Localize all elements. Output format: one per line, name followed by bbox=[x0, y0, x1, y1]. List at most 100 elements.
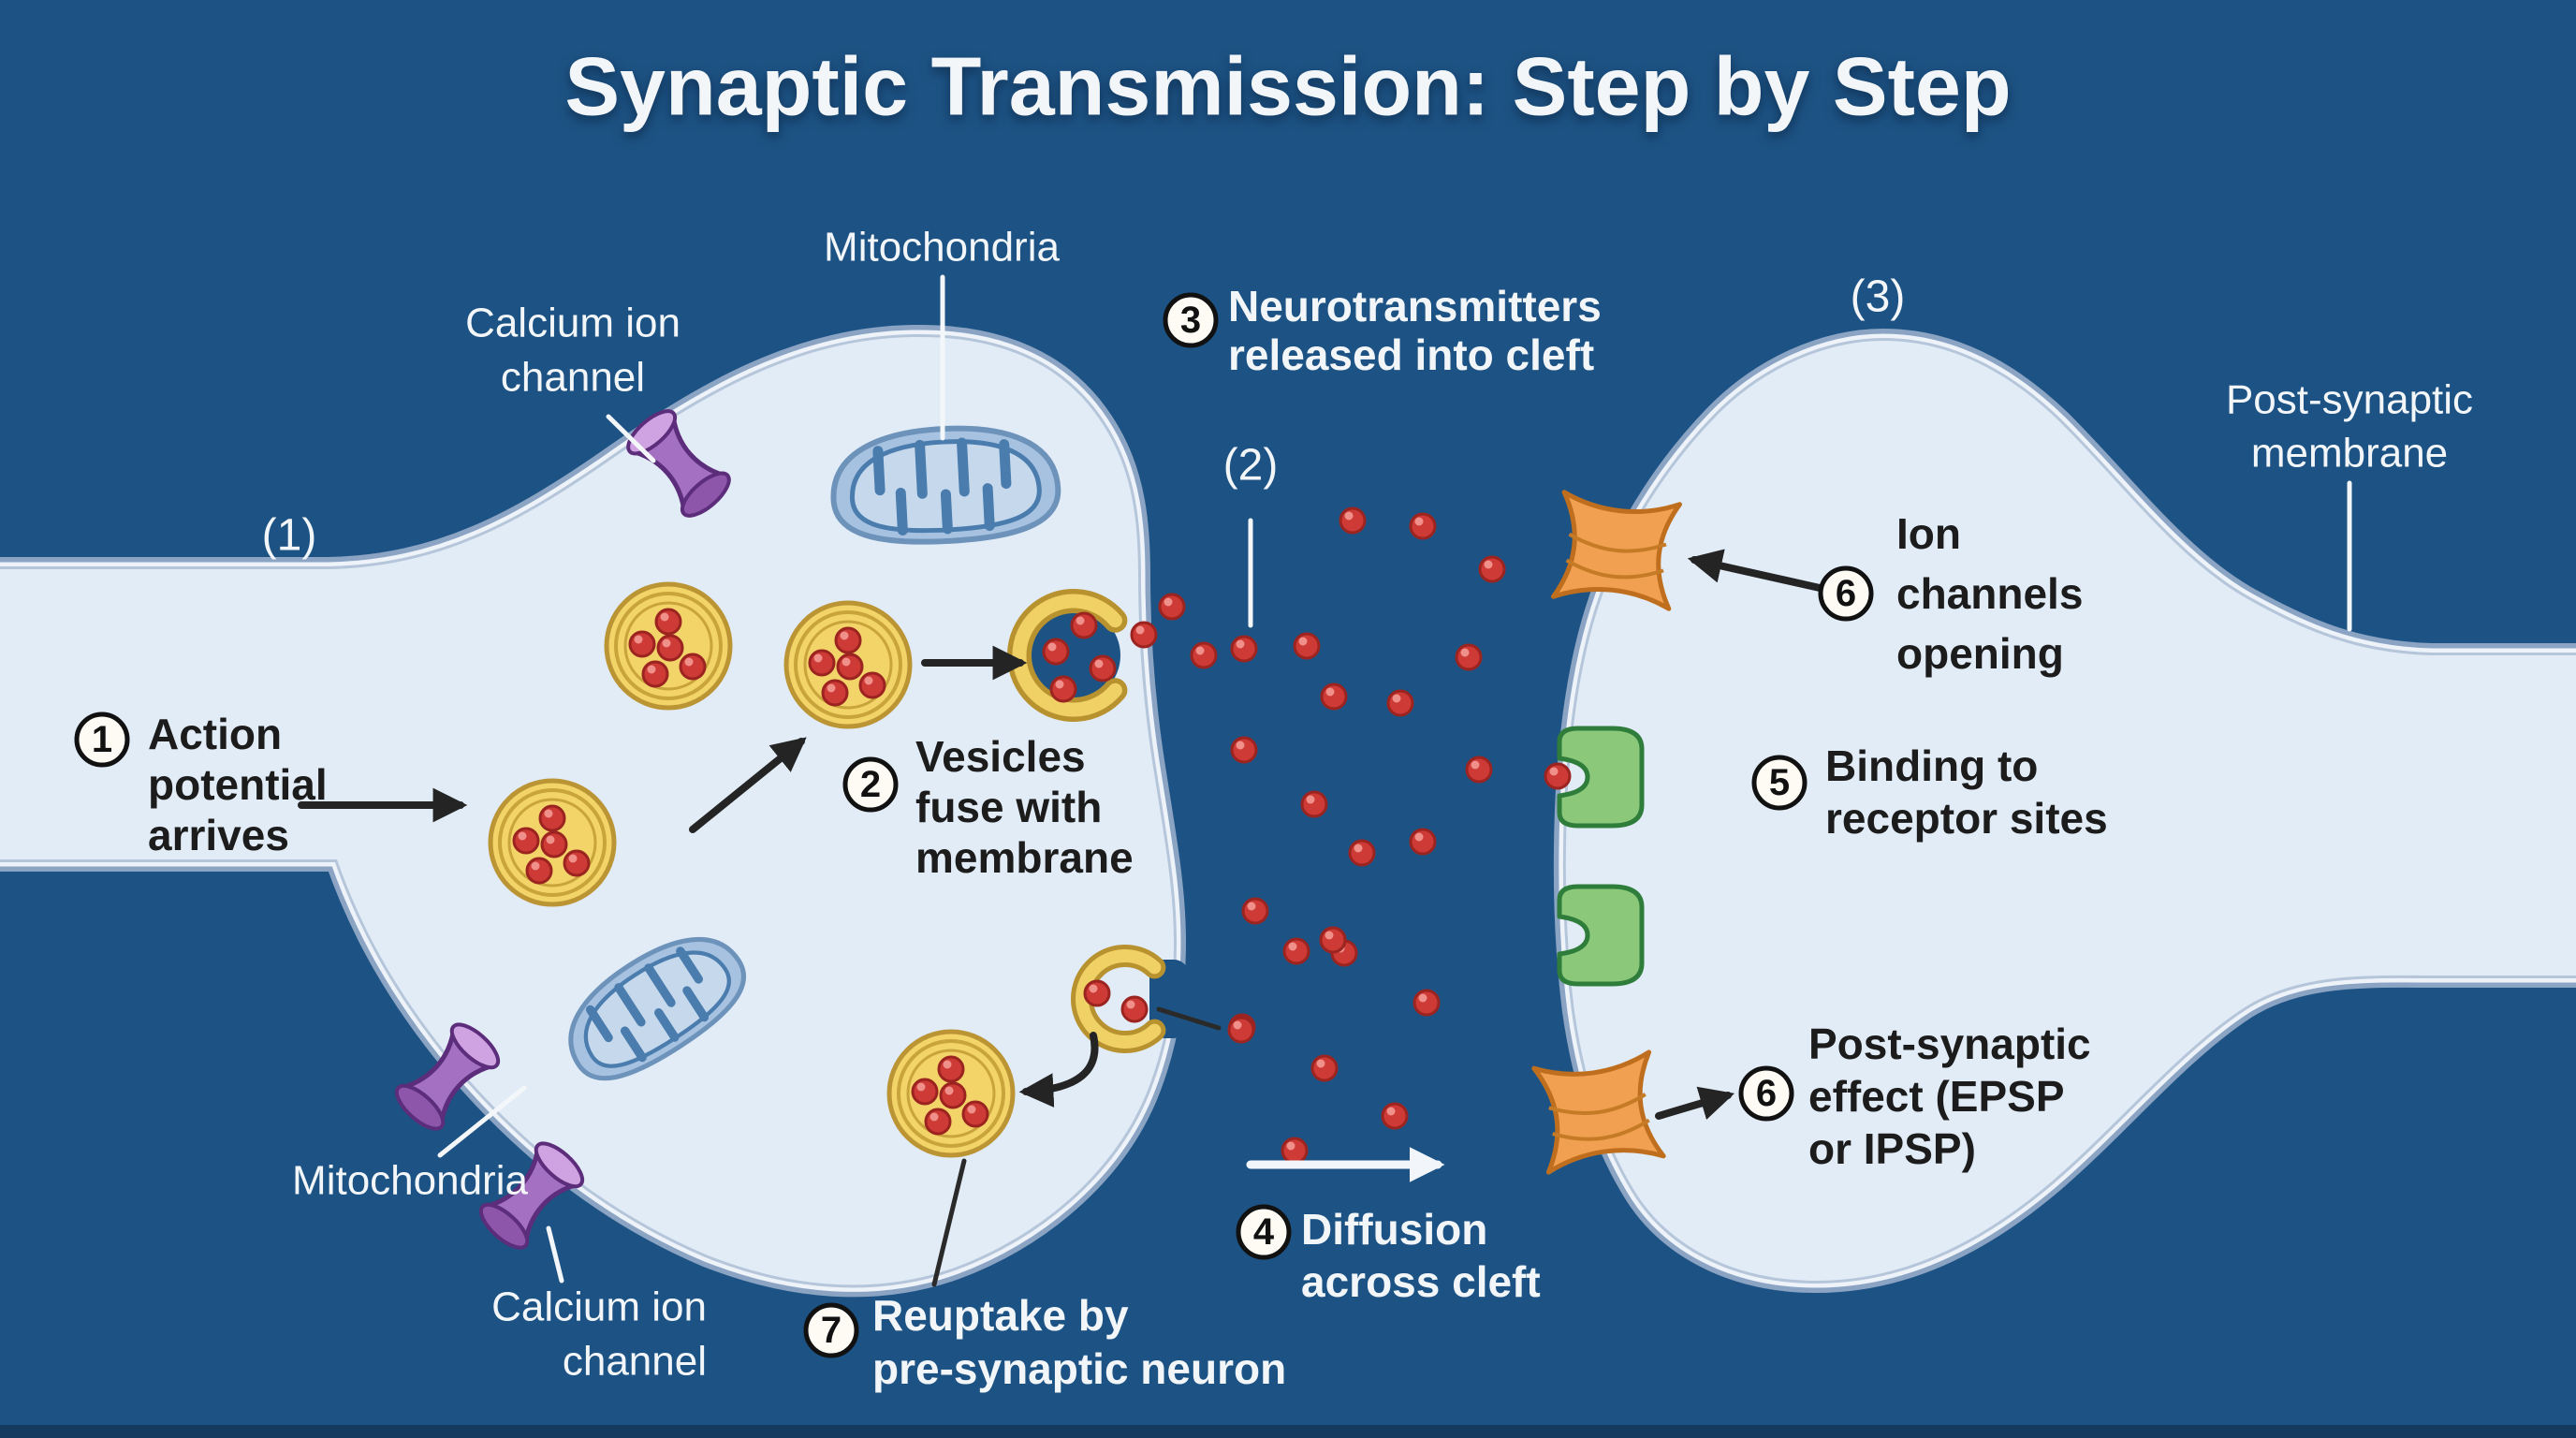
step-badge-number: 6 bbox=[1836, 573, 1856, 614]
leader-line bbox=[437, 1085, 527, 1158]
neurotransmitter-dot bbox=[1190, 641, 1218, 669]
neurotransmitter-dot bbox=[1544, 762, 1572, 790]
neurotransmitter-dot bbox=[1282, 937, 1310, 965]
step-badge: 4 bbox=[1236, 1204, 1292, 1260]
step-text-line: receptor sites bbox=[1825, 794, 2108, 843]
leader-line bbox=[606, 414, 656, 463]
step-badge-number: 7 bbox=[821, 1310, 842, 1351]
neurotransmitter-dot bbox=[1409, 512, 1437, 540]
step-badge: 3 bbox=[1163, 292, 1219, 348]
postsynaptic-membrane-label: Post-synaptic membrane bbox=[2226, 377, 2473, 477]
step-badge: 1 bbox=[74, 712, 130, 768]
calcium-channel-label-bottom: Calcium ion channel bbox=[491, 1284, 707, 1385]
vesicle-movement-arrow bbox=[689, 737, 807, 833]
fused-vesicle bbox=[1007, 589, 1128, 722]
step-text-line: potential bbox=[148, 760, 328, 809]
region-marker-pre: (1) bbox=[262, 511, 317, 561]
neurotransmitter-dot bbox=[1300, 790, 1328, 818]
neurotransmitter-dot bbox=[1320, 682, 1348, 711]
step-text-line: released into cleft bbox=[1228, 330, 1594, 379]
neurotransmitter-dot bbox=[1130, 621, 1158, 649]
neurotransmitter-dot bbox=[1386, 689, 1414, 717]
reuptake-pointer-line bbox=[1156, 1006, 1222, 1031]
mitochondria-label-bottom: Mitochondria bbox=[292, 1158, 528, 1204]
reuptake-opening bbox=[1071, 945, 1189, 1053]
step-text-line: across cleft bbox=[1301, 1257, 1541, 1306]
step-text-line: Ion bbox=[1896, 509, 1961, 558]
reuptake-vesicle bbox=[889, 1032, 1013, 1155]
step-text-line: membrane bbox=[915, 833, 1134, 882]
step-label-vesicles-fuse: Vesicles fuse with membrane bbox=[915, 732, 1134, 882]
bottom-edge-shade bbox=[0, 1425, 2576, 1438]
neurotransmitter-dot bbox=[1339, 506, 1367, 535]
step-text-line: channels bbox=[1896, 569, 2083, 618]
neurotransmitter-dot bbox=[1478, 555, 1506, 583]
leader-line bbox=[931, 1158, 967, 1287]
region-marker-cleft: (2) bbox=[1223, 441, 1279, 491]
page-title: Synaptic Transmission: Step by Step bbox=[564, 40, 2011, 133]
neurotransmitter-dot bbox=[1281, 1137, 1309, 1165]
neurotransmitter-dot bbox=[1412, 989, 1441, 1017]
neurotransmitter-dot bbox=[1230, 736, 1258, 764]
calcium-channel-label-top: Calcium ion channel bbox=[465, 301, 681, 401]
label-line: channel bbox=[563, 1339, 707, 1385]
step-text-line: fuse with bbox=[915, 783, 1102, 831]
neurotransmitter-dot bbox=[1158, 593, 1186, 621]
mitochondria-label-top: Mitochondria bbox=[824, 225, 1060, 271]
neurotransmitter-dot bbox=[1319, 926, 1347, 954]
step-label-binding: Binding to receptor sites bbox=[1825, 741, 2108, 843]
step-label-reuptake: Reuptake by pre-synaptic neuron bbox=[872, 1291, 1286, 1393]
step-text-line: Neurotransmitters bbox=[1228, 282, 1602, 330]
step-label-ion-channels: Ion channels opening bbox=[1896, 509, 2083, 678]
step-text-line: Reuptake by bbox=[872, 1291, 1129, 1340]
neurotransmitter-dot bbox=[1409, 828, 1437, 856]
label-line: Calcium ion bbox=[491, 1284, 707, 1330]
step-label-post-synaptic-effect: Post-synaptic effect (EPSP or IPSP) bbox=[1808, 1020, 2091, 1173]
step-badge: 6 bbox=[1818, 565, 1874, 622]
step-text-line: opening bbox=[1896, 629, 2064, 678]
step-text-line: Diffusion bbox=[1301, 1205, 1487, 1254]
step-badge-number: 1 bbox=[92, 719, 112, 760]
region-marker-post: (3) bbox=[1851, 272, 1906, 322]
step-badge: 5 bbox=[1751, 755, 1808, 811]
label-line: Post-synaptic bbox=[2226, 377, 2473, 423]
synaptic-vesicle bbox=[786, 603, 910, 726]
label-line: Calcium ion bbox=[465, 301, 681, 346]
label-line: membrane bbox=[2251, 431, 2448, 477]
neurotransmitter-dot bbox=[1310, 1054, 1339, 1082]
step-badge: 2 bbox=[842, 756, 899, 813]
synaptic-vesicle bbox=[490, 781, 614, 904]
ion-channel-arrow bbox=[1687, 549, 1823, 592]
step-badge-number: 4 bbox=[1253, 1211, 1275, 1253]
label-line: channel bbox=[501, 355, 645, 401]
step-text-line: Binding to bbox=[1825, 741, 2038, 790]
step-badge-number: 3 bbox=[1180, 300, 1201, 341]
step-label-action-potential: Action potential arrives bbox=[148, 710, 328, 859]
step-badge: 6 bbox=[1738, 1065, 1794, 1122]
neurotransmitter-dot bbox=[1381, 1102, 1409, 1130]
neurotransmitter-dot bbox=[1227, 1016, 1255, 1044]
step-text-line: or IPSP) bbox=[1808, 1124, 1976, 1173]
step-label-diffusion: Diffusion across cleft bbox=[1301, 1205, 1541, 1306]
reuptake-arrow bbox=[1018, 1032, 1099, 1108]
step-text-line: Vesicles bbox=[915, 732, 1086, 781]
step-text-line: Action bbox=[148, 710, 282, 758]
neurotransmitter-dot bbox=[1241, 897, 1269, 925]
step-text-line: Post-synaptic bbox=[1808, 1020, 2091, 1068]
ion-channel-icon bbox=[1553, 492, 1679, 609]
neurotransmitter-dot bbox=[1455, 643, 1483, 671]
neurotransmitter-dot bbox=[1293, 632, 1321, 660]
neurotransmitter-dot bbox=[1230, 635, 1258, 663]
step-label-neurotransmitters-released: Neurotransmitters released into cleft bbox=[1228, 282, 1602, 379]
step-badge-number: 5 bbox=[1769, 762, 1790, 803]
step-badge: 7 bbox=[803, 1302, 859, 1358]
neurotransmitter-dot bbox=[1465, 756, 1493, 784]
post-synaptic-effect-arrow bbox=[1655, 1086, 1735, 1121]
step-text-line: arrives bbox=[148, 811, 289, 859]
leader-line bbox=[546, 1225, 564, 1284]
step-text-line: pre-synaptic neuron bbox=[872, 1344, 1286, 1393]
step-badge-number: 6 bbox=[1756, 1073, 1777, 1114]
neurotransmitter-dot bbox=[1348, 839, 1376, 867]
step-text-line: effect (EPSP bbox=[1808, 1072, 2065, 1121]
